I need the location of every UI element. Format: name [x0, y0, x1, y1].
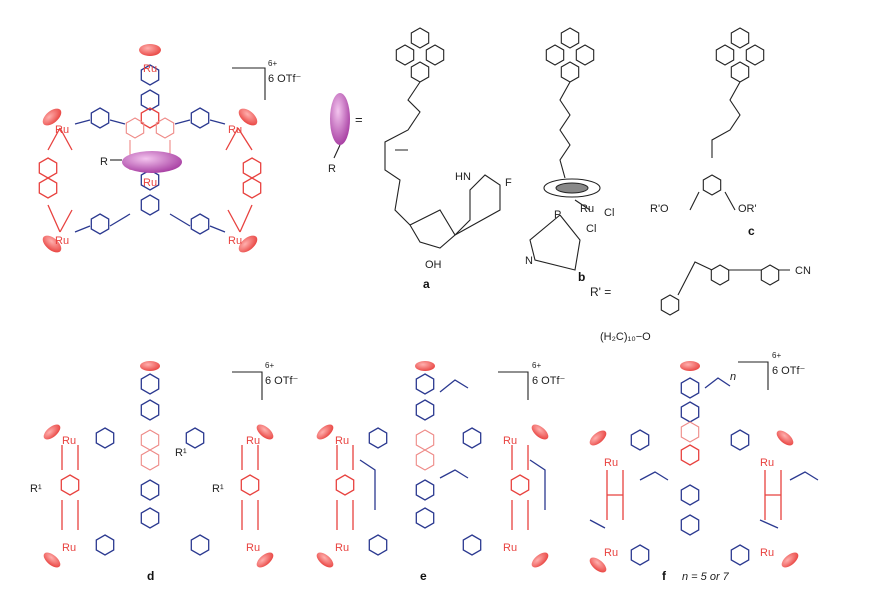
cage-e-label: e [420, 569, 427, 583]
nh-label: HN [455, 171, 471, 183]
chloride-label: Cl [604, 207, 614, 219]
ru-label: Ru [62, 542, 76, 554]
legend: R = [328, 93, 363, 175]
compound-a: HN F OH a [384, 27, 512, 291]
ru-label: Ru [228, 235, 242, 247]
ru-label: Ru [335, 542, 349, 554]
cymene-ellipse [589, 557, 607, 573]
ester-or-label: OR' [738, 203, 757, 215]
cymene-ellipse [43, 424, 61, 440]
cymene-ellipse [139, 44, 161, 56]
ru-label: Ru [55, 235, 69, 247]
phosphorus-label: P [554, 209, 561, 221]
cage-e: Ru Ru Ru Ru e 6+ 6 OTf⁻ [316, 361, 566, 583]
compound-c-label: c [748, 224, 755, 238]
top-cage: Ru Ru Ru Ru Ru Ru R 6+ 6 OTf⁻ [38, 44, 302, 253]
charge-label: 6+ [772, 351, 781, 360]
compound-a-label: a [423, 277, 430, 291]
cymene-ellipse [589, 430, 607, 446]
r1-label: R¹ [30, 483, 42, 495]
charge-label: 6+ [265, 361, 274, 370]
ru-label: Ru [246, 435, 260, 447]
cymene-ellipse [781, 552, 799, 568]
compound-b: Ru Cl Cl P N b [525, 27, 614, 284]
cymene-ellipse [238, 235, 258, 253]
chloride-label: Cl [586, 223, 596, 235]
ru-label: Ru [503, 542, 517, 554]
cymene-ellipse [415, 361, 435, 371]
cymene-ellipse [256, 424, 274, 440]
charge-label: 6+ [268, 59, 277, 68]
counterion-label: 6 OTf⁻ [772, 365, 806, 377]
ru-label: Ru [246, 542, 260, 554]
legend-r-label: R [328, 163, 336, 175]
ru-label: Ru [228, 124, 242, 136]
r1-label: R¹ [212, 483, 224, 495]
counterion-label: 6 OTf⁻ [532, 375, 566, 387]
cymene-ellipse [42, 108, 62, 126]
ru-label: Ru [760, 457, 774, 469]
counterion-label: 6 OTf⁻ [265, 375, 299, 387]
cymene-ellipse [680, 361, 700, 371]
pyrene-guest-ellipse [122, 151, 182, 173]
compound-b-label: b [578, 270, 585, 284]
ru-label: Ru [580, 203, 594, 215]
cymene-ellipse [316, 424, 334, 440]
cymene-ellipse [776, 430, 794, 446]
r-label: R [100, 156, 108, 168]
charge-label: 6+ [532, 361, 541, 370]
cage-d-label: d [147, 569, 154, 583]
ru-label: Ru [143, 63, 157, 75]
ru-label: Ru [604, 457, 618, 469]
cymene-ellipse [238, 108, 258, 126]
legend-ellipse [330, 93, 350, 145]
equals-sign: = [355, 112, 363, 127]
ester-or-label: R'O [650, 203, 669, 215]
fluorine-label: F [505, 177, 512, 189]
hydroxyl-label: OH [425, 259, 442, 271]
cage-f-note: n = 5 or 7 [682, 571, 730, 583]
ru-label: Ru [55, 124, 69, 136]
r1-label: R¹ [175, 447, 187, 459]
r-prime-label: R' = [590, 285, 611, 299]
cymene-ellipse [531, 552, 549, 568]
cymene-ellipse [140, 361, 160, 371]
nitrile-label: CN [795, 265, 811, 277]
ru-label: Ru [760, 547, 774, 559]
nitrogen-label: N [525, 255, 533, 267]
cage-f: Ru Ru Ru Ru n f n = 5 or 7 6+ 6 OTf⁻ [589, 351, 819, 583]
ru-label: Ru [604, 547, 618, 559]
counterion-label: 6 OTf⁻ [268, 73, 302, 85]
ru-label: Ru [335, 435, 349, 447]
cage-d: Ru Ru Ru Ru R¹ R¹ R¹ d 6+ 6 OTf⁻ [30, 361, 299, 583]
cymene-ellipse [531, 424, 549, 440]
r-prime-definition: R' = CN (H₂C)₁₀−O [590, 261, 811, 343]
ru-label: Ru [503, 435, 517, 447]
cymene-ellipse [43, 552, 61, 568]
cage-f-label: f [662, 569, 667, 583]
alkyl-chain-label: (H₂C)₁₀−O [600, 331, 651, 343]
n-italic-label: n [730, 371, 736, 383]
compound-c: R'O OR' c [650, 27, 765, 238]
cymene-ellipse [256, 552, 274, 568]
cymene-ellipse [42, 235, 62, 253]
ru-label: Ru [62, 435, 76, 447]
ru-label: Ru [143, 177, 157, 189]
cymene-ellipse [316, 552, 334, 568]
